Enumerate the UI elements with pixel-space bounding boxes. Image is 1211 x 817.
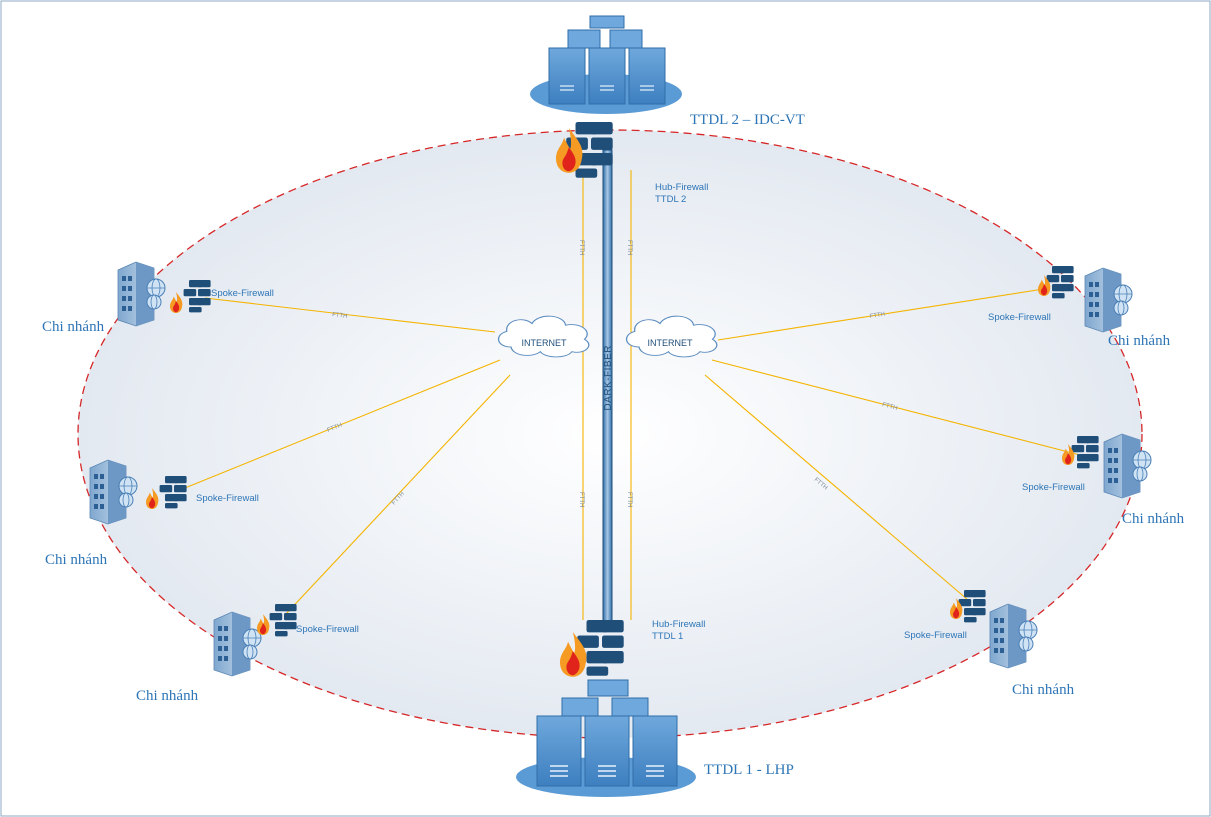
cloud-label: INTERNET [522,338,568,348]
branch-6: Spoke-Firewall Chi nhánh [904,590,1075,698]
link-branch-2 [179,359,501,491]
cloud-label: INTERNET [648,338,694,348]
link-branch-4 [717,287,1051,341]
branch-3: Spoke-Firewall Chi nhánh [136,604,359,704]
branch-label: Chi nhánh [136,688,199,704]
datacenter-top: TTDL 2 – IDC-VT [530,15,805,128]
ftth-label: FTTH [332,312,348,320]
hub-firewall-sublabel: TTDL 2 [655,194,686,205]
internet-cloud-left: INTERNET [497,315,590,358]
hub-firewall-bottom: Hub-Firewall TTDL 1 [560,619,705,677]
ftth-label: FTTH [626,240,632,255]
ftth-label: FTTH [327,423,343,434]
ftth-label: FTTH [578,492,584,507]
link-branch-3 [284,374,511,616]
dark-fiber-link: DARK-FIBER [602,149,614,631]
branch-label: Chi nhánh [45,552,108,568]
spoke-firewall-label: Spoke-Firewall [904,630,967,641]
hub-firewall-sublabel: TTDL 1 [652,631,683,642]
hub-firewall-label: Hub-Firewall [652,619,705,630]
building-icon [1084,267,1133,333]
ftth-label: FTTH [869,312,885,320]
dark-fiber-label: DARK-FIBER [603,345,614,411]
branch-4: Spoke-Firewall Chi nhánh [988,266,1171,349]
link-branch-1 [204,297,496,333]
ftth-label: FTTH [578,240,584,255]
internet-cloud-right: INTERNET [625,315,718,358]
branch-label: Chi nhánh [1108,333,1171,349]
ftth-labels: FTTH FTTH FTTH FTTH FTTH FTTH FTTH FTTH … [327,240,898,507]
hub-firewall-label: Hub-Firewall [655,182,708,193]
ftth-links [179,170,1081,620]
spoke-firewall-label: Spoke-Firewall [211,288,274,299]
site-title-bottom: TTDL 1 - LHP [704,762,794,778]
branch-2: Spoke-Firewall Chi nhánh [45,459,259,568]
datacenter-bottom: TTDL 1 - LHP [516,679,794,797]
branch-1: Spoke-Firewall Chi nhánh [42,261,274,335]
building-icon [1103,433,1152,499]
ftth-label: FTTH [626,492,632,507]
branch-label: Chi nhánh [1122,511,1185,527]
spoke-firewall-label: Spoke-Firewall [196,493,259,504]
link-branch-5 [711,359,1081,456]
branch-5: Spoke-Firewall Chi nhánh [1022,433,1185,527]
hub-firewall-top: Hub-Firewall TTDL 2 [556,122,708,205]
spoke-firewall-label: Spoke-Firewall [1022,482,1085,493]
spoke-firewall-label: Spoke-Firewall [988,312,1051,323]
branch-label: Chi nhánh [1012,682,1075,698]
spoke-firewall-label: Spoke-Firewall [296,624,359,635]
ftth-label: FTTH [881,402,897,412]
link-branch-6 [704,374,969,601]
branch-label: Chi nhánh [42,319,105,335]
site-title-top: TTDL 2 – IDC-VT [690,112,805,128]
